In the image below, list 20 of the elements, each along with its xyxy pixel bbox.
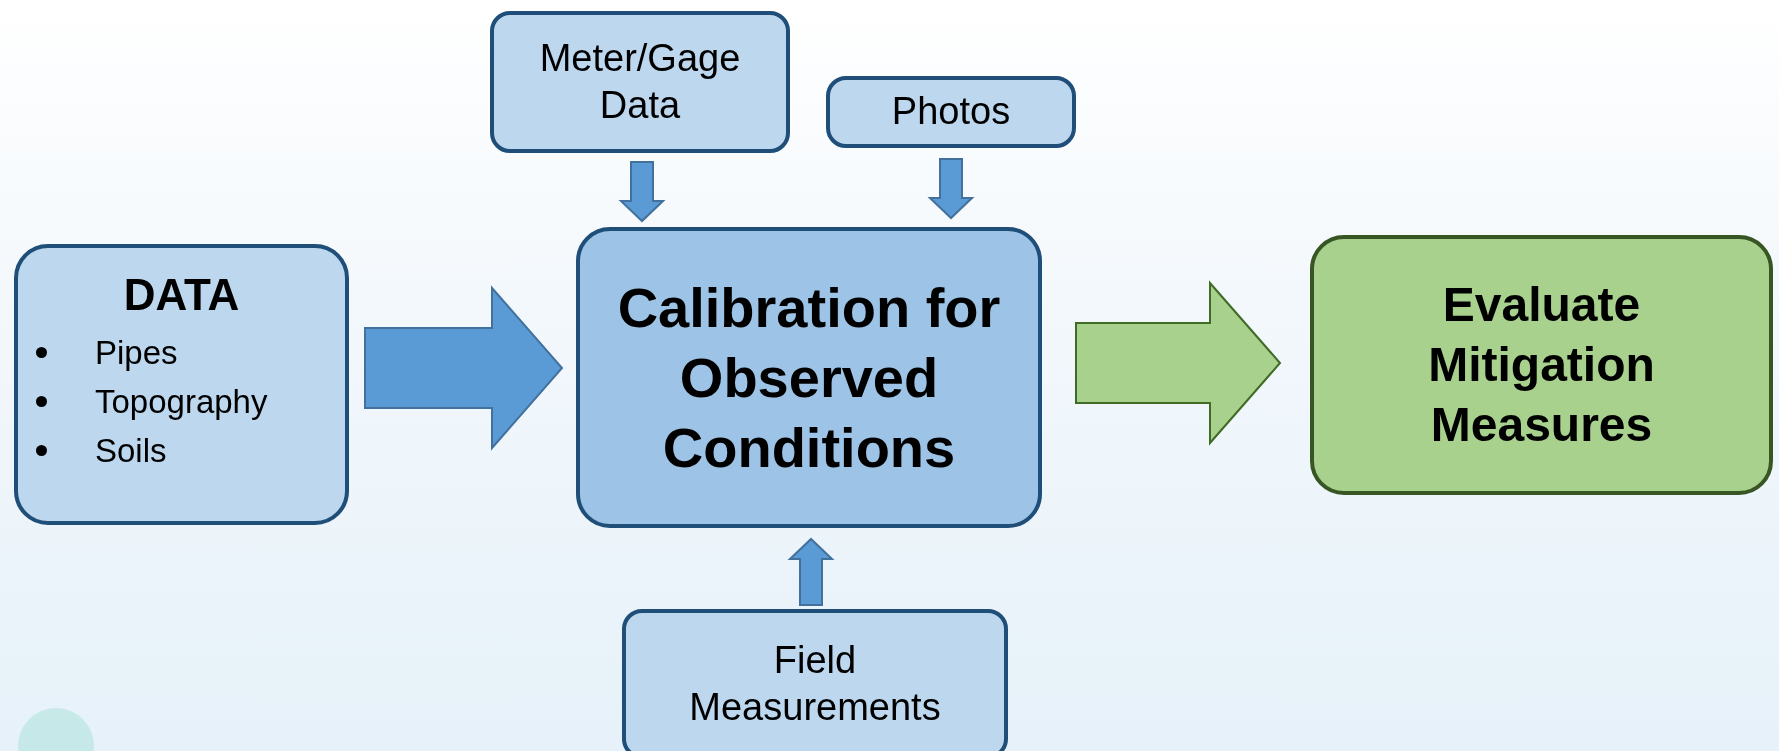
input-box — [622, 609, 1008, 751]
list-item: Soils — [94, 431, 167, 471]
box-label: Photos — [890, 89, 1012, 135]
data-box — [14, 244, 349, 525]
list-item: Topography — [94, 382, 268, 422]
arrow — [618, 161, 666, 223]
box-label: Evaluate Mitigation Measures — [1427, 277, 1656, 453]
process-box — [1310, 235, 1773, 495]
block-arrow — [1075, 280, 1282, 446]
box-heading: DATA — [123, 270, 240, 320]
box-label: Calibration for Observed Conditions — [616, 274, 1002, 481]
box-label: Meter/Gage Data — [538, 35, 742, 128]
arrow — [927, 158, 975, 220]
input-box — [490, 11, 790, 153]
block-arrow — [364, 285, 564, 451]
input-box — [826, 76, 1076, 148]
arrow — [787, 537, 835, 606]
central-process-box — [576, 227, 1042, 528]
box-label: Field Measurements — [688, 637, 942, 730]
list-item: Pipes — [94, 333, 178, 373]
